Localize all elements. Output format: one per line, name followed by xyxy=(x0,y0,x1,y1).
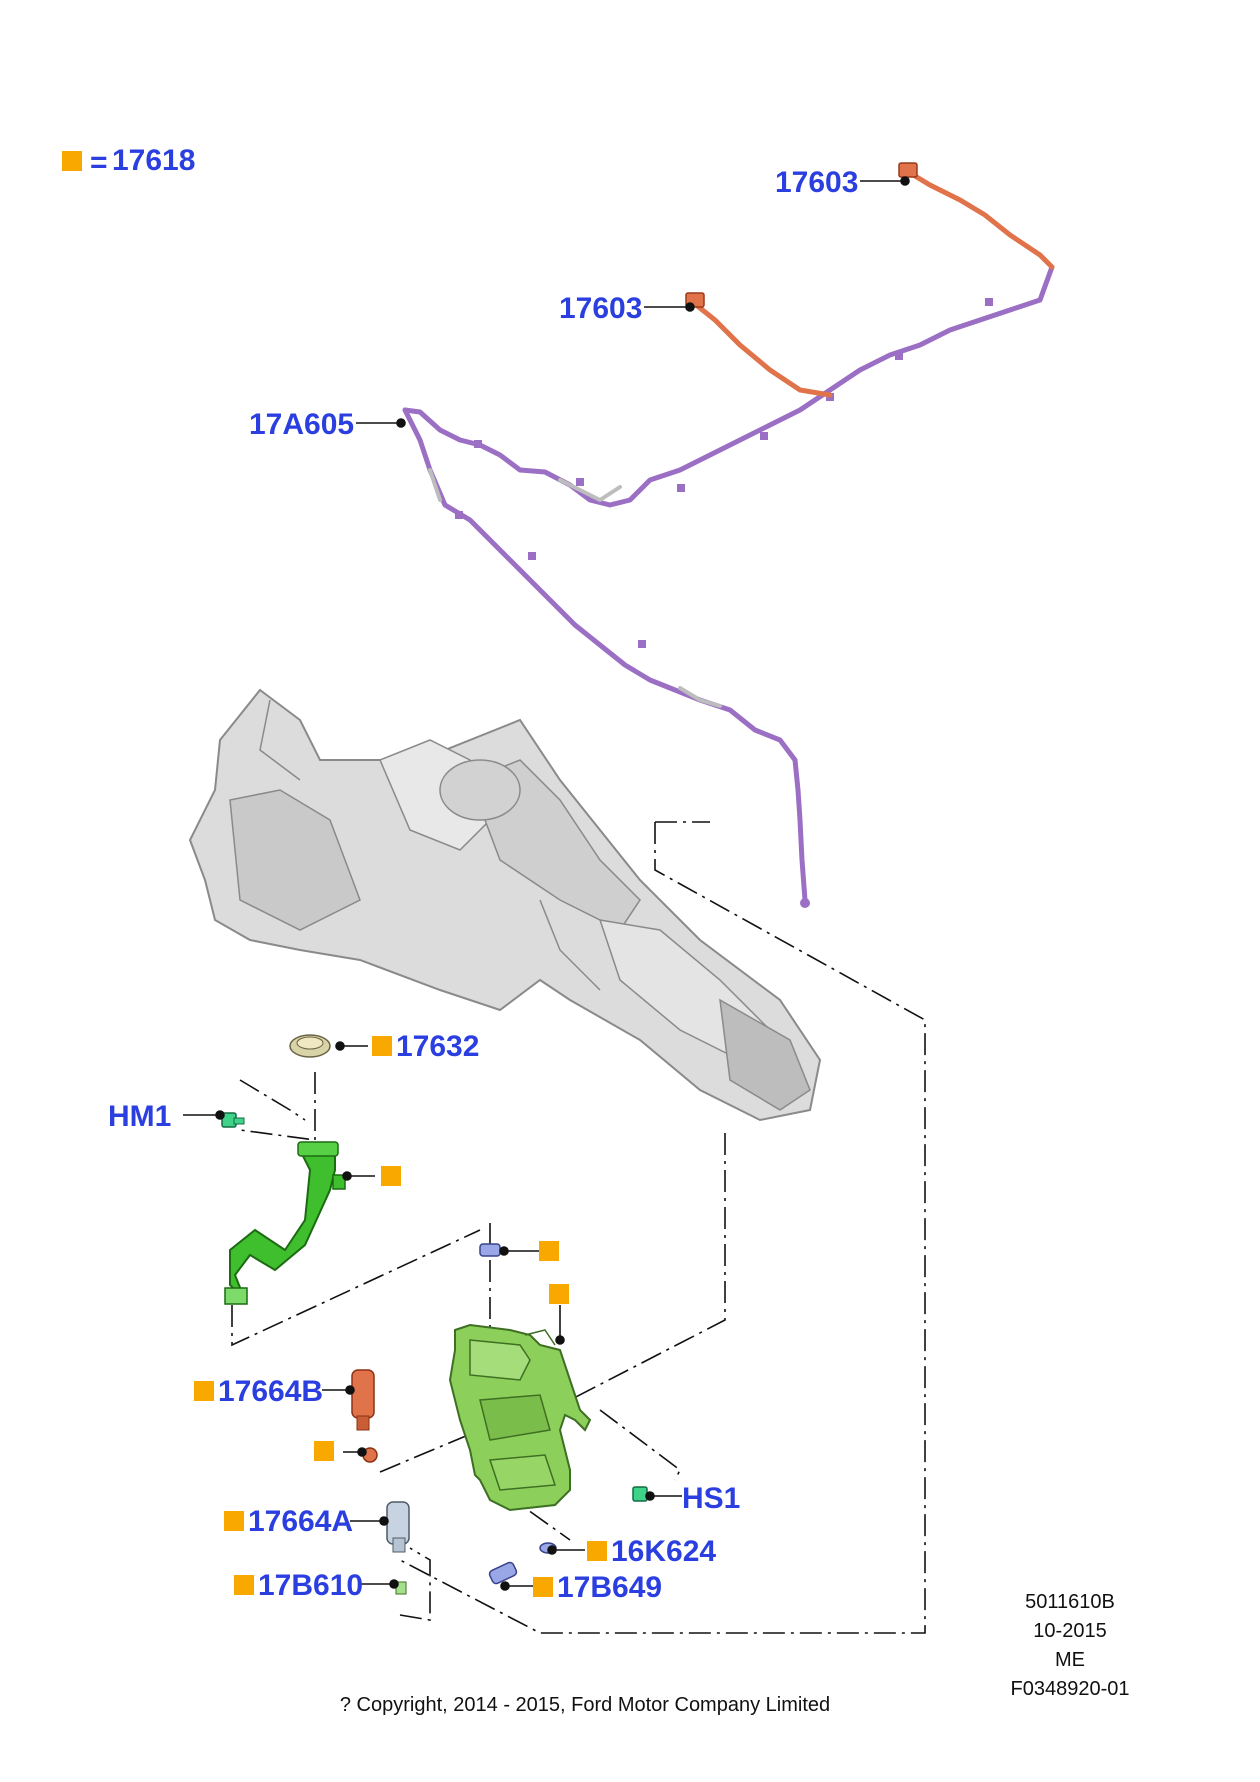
marker-square-17632 xyxy=(372,1036,392,1056)
callout-16K624: 16K624 xyxy=(611,1535,717,1568)
marker-square-reservoir-clip xyxy=(539,1241,559,1261)
callout-17B649: 17B649 xyxy=(557,1571,663,1604)
drawing-reference: 5011610B xyxy=(1025,1591,1115,1613)
washer-reservoir xyxy=(448,1323,592,1512)
marker-square-17664A xyxy=(224,1511,244,1531)
drawing-date: 10-2015 xyxy=(1033,1620,1107,1642)
legend-part-number: 17618 xyxy=(112,144,196,177)
washer-nozzle-17603-top xyxy=(898,162,1055,270)
figure-number: F0348920-01 xyxy=(1010,1678,1130,1700)
callout-17603-mid: 17603 xyxy=(559,292,643,325)
callout-17664B: 17664B xyxy=(218,1375,324,1408)
filler-neck xyxy=(224,1141,346,1305)
clip-hm1 xyxy=(221,1112,245,1128)
callout-17A605: 17A605 xyxy=(249,408,355,441)
washer-hose-17A605 xyxy=(402,264,1055,908)
marker-square-17664B xyxy=(194,1381,214,1401)
callout-17632: 17632 xyxy=(396,1030,480,1063)
washer-pump-17664A xyxy=(386,1501,410,1595)
marker-square-17B649 xyxy=(533,1577,553,1597)
washer-nozzle-17603-mid xyxy=(685,292,833,398)
marker-square-16K624 xyxy=(587,1541,607,1561)
drawing-region: ME xyxy=(1055,1649,1085,1671)
callout-17603-top: 17603 xyxy=(775,166,859,199)
reservoir-clip xyxy=(479,1243,501,1257)
body-structure xyxy=(188,688,822,1122)
washer-pump-17664B xyxy=(351,1369,378,1463)
leader-lines xyxy=(183,176,910,1591)
marker-square-pump-seal xyxy=(314,1441,334,1461)
legend-marker-square xyxy=(62,151,82,171)
level-sensor-17B649 xyxy=(488,1561,518,1585)
callout-17B610: 17B610 xyxy=(258,1569,364,1602)
marker-square-reservoir xyxy=(549,1284,569,1304)
marker-square-filler-neck xyxy=(381,1166,401,1186)
legend-equals-sign: = xyxy=(90,146,108,179)
callout-17664A: 17664A xyxy=(248,1505,354,1538)
filler-cap-17632 xyxy=(289,1034,331,1058)
copyright-notice: ? Copyright, 2014 - 2015, Ford Motor Com… xyxy=(339,1694,831,1716)
assembly-guide-lines xyxy=(231,821,926,1634)
marker-square-17B610 xyxy=(234,1575,254,1595)
callout-hs1: HS1 xyxy=(682,1482,741,1515)
clip-hs1 xyxy=(632,1486,648,1502)
callout-hm1: HM1 xyxy=(108,1100,172,1133)
